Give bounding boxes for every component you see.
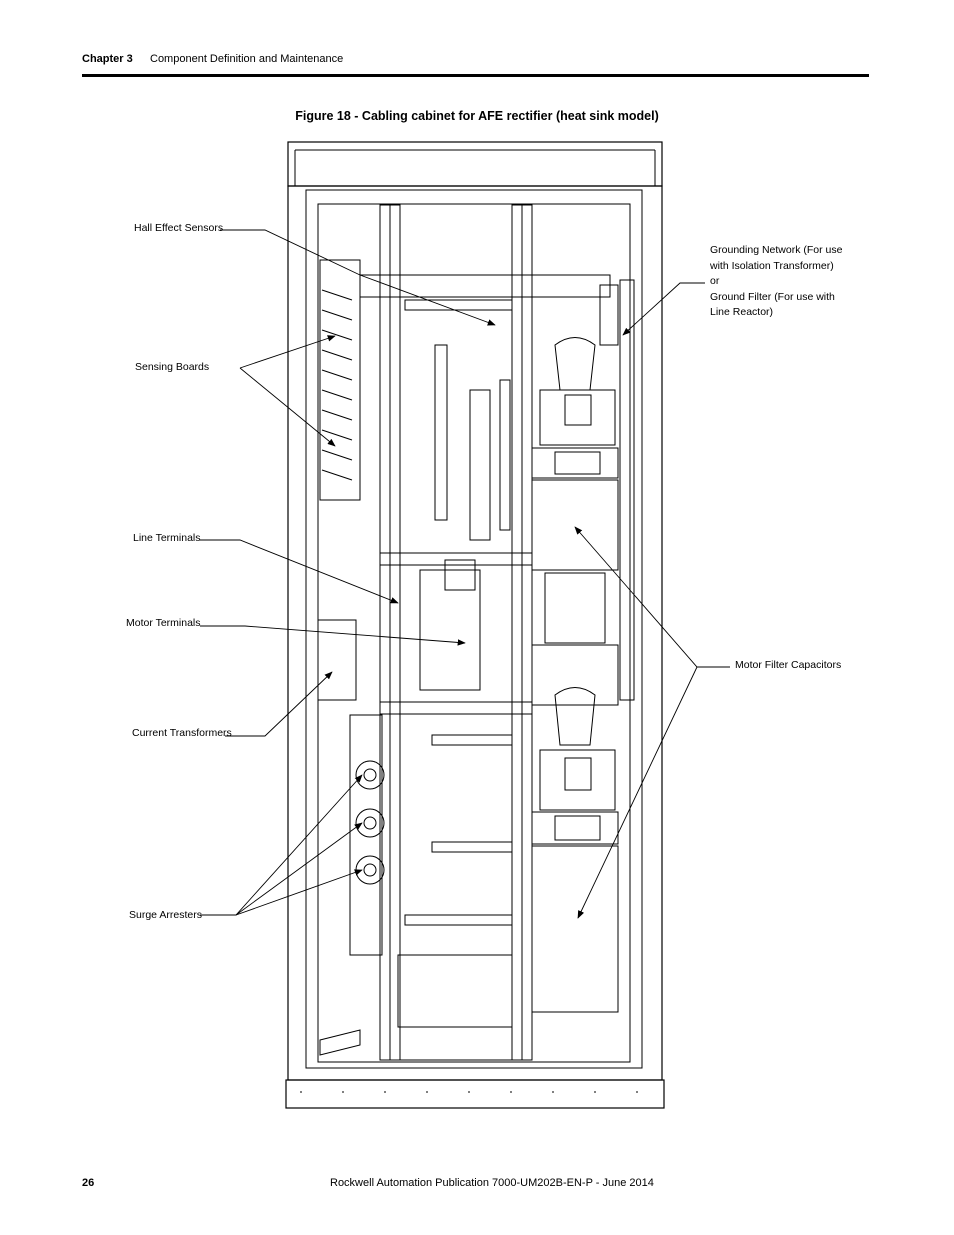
- callout-grounding-line-4: Ground Filter (For use with: [710, 290, 835, 303]
- callout-grounding-line-5: Line Reactor): [710, 306, 774, 318]
- callout-current-transformers: Current Transformers: [132, 727, 232, 739]
- callout-line-terminals: Line Terminals: [133, 532, 201, 544]
- callout-grounding-network: Grounding Network (For use with Isolatio…: [710, 243, 842, 321]
- callout-surge-arresters: Surge Arresters: [129, 909, 202, 921]
- callout-sensing-boards: Sensing Boards: [135, 361, 210, 373]
- callout-grounding-line-3: or: [710, 275, 720, 287]
- callout-hall-effect-sensors: Hall Effect Sensors: [134, 222, 224, 234]
- chapter-title: Component Definition and Maintenance: [150, 53, 344, 65]
- page-number: 26: [82, 1177, 95, 1189]
- callout-motor-terminals: Motor Terminals: [126, 617, 201, 629]
- callout-motor-filter-capacitors: Motor Filter Capacitors: [735, 659, 842, 671]
- callout-grounding-line-2: with Isolation Transformer): [710, 259, 834, 272]
- figure-caption: Figure 18 - Cabling cabinet for AFE rect…: [295, 109, 659, 123]
- callout-grounding-line-1: Grounding Network (For use: [710, 244, 843, 256]
- chapter-label: Chapter 3: [82, 53, 133, 65]
- publication-info: Rockwell Automation Publication 7000-UM2…: [330, 1177, 654, 1189]
- header-rule: [82, 74, 869, 77]
